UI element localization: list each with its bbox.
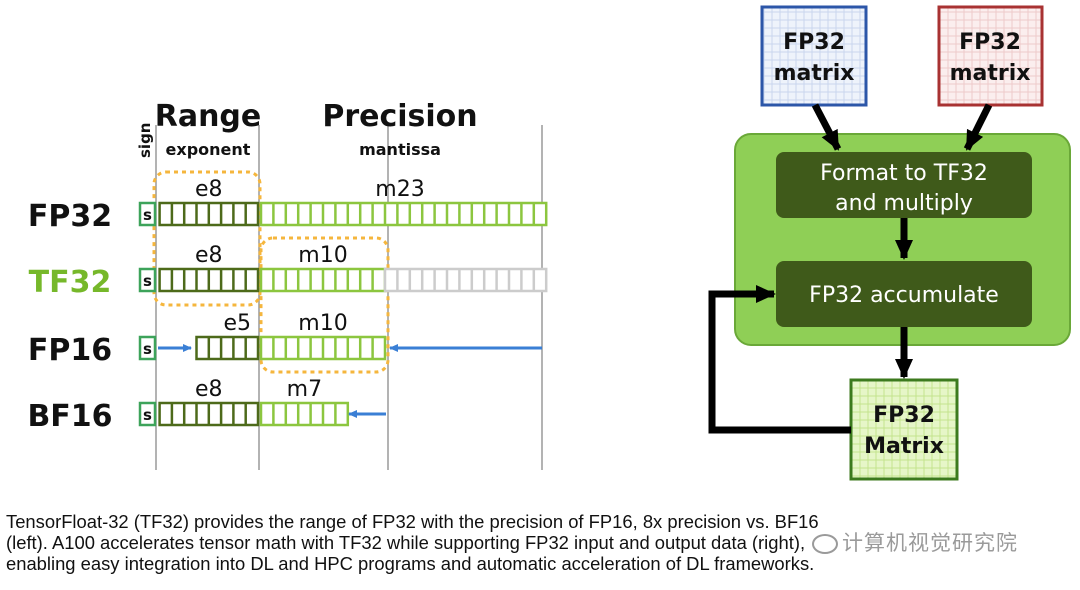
fp16-exponent-bits bbox=[195, 335, 260, 361]
fp32-format-label: FP32 bbox=[28, 199, 112, 234]
tf32-exponent-bits bbox=[158, 267, 260, 293]
format-multiply-step bbox=[776, 152, 1032, 218]
caption-line-1: TensorFloat-32 (TF32) provides the range… bbox=[6, 511, 819, 532]
mantissa-subheader: mantissa bbox=[359, 140, 441, 159]
caption-line-3: enabling easy integration into DL and HP… bbox=[6, 553, 815, 574]
fp32-mantissa-bits bbox=[259, 201, 548, 227]
watermark-text: 计算机视觉研究院 bbox=[842, 531, 1018, 555]
tf32-sign-bit bbox=[138, 267, 157, 293]
bf16-sign-label: s bbox=[143, 406, 152, 424]
bf16-mantissa-bits bbox=[259, 401, 350, 427]
fp32-exponent-bits bbox=[158, 201, 260, 227]
step2-label: FP32 accumulate bbox=[809, 283, 999, 308]
tf32-mantissa-label: m10 bbox=[298, 243, 347, 268]
fp32-mantissa-label: m23 bbox=[375, 177, 424, 202]
sign-header: sign bbox=[136, 123, 154, 159]
fp32-accumulate-step bbox=[776, 261, 1032, 327]
fp16-mantissa-label: m10 bbox=[298, 311, 347, 336]
fp32-matrix-output bbox=[849, 378, 959, 481]
bf16-mantissa-label: m7 bbox=[287, 377, 322, 402]
fp16-format-label: FP16 bbox=[28, 333, 112, 368]
tf32-format-label: TF32 bbox=[29, 265, 112, 300]
bf16-row: BF16 s e8 m7 bbox=[27, 377, 350, 434]
fp32-sign-bit bbox=[138, 201, 157, 227]
fp16-sign-bit bbox=[138, 335, 157, 361]
fp16-exponent-label: e5 bbox=[223, 311, 251, 336]
caption-line-2: (left). A100 accelerates tensor math wit… bbox=[6, 532, 806, 553]
tf32-mantissa-bits bbox=[259, 267, 387, 293]
range-header: Range bbox=[155, 99, 262, 134]
fp32-matrix-input-a bbox=[760, 5, 868, 107]
fp16-row: FP16 s e5 m10 bbox=[28, 311, 387, 368]
output-label-line1: FP32 bbox=[873, 403, 935, 428]
bf16-exponent-label: e8 bbox=[195, 377, 223, 402]
tf32-row: TF32 s e8 m10 bbox=[29, 243, 548, 300]
bit-layout-diagram: sign Range exponent Precision mantissa F… bbox=[27, 99, 548, 470]
bf16-format-label: BF16 bbox=[27, 399, 112, 434]
arrow-feedback-loop bbox=[708, 285, 851, 434]
output-label-line2: Matrix bbox=[864, 434, 944, 459]
arrow-input-a-to-step1 bbox=[811, 103, 842, 151]
input-b-label-line2: matrix bbox=[950, 61, 1031, 86]
bf16-sign-bit bbox=[138, 401, 157, 427]
precision-highlight-box bbox=[259, 236, 390, 374]
step1-label-line1: Format to TF32 bbox=[820, 161, 988, 186]
range-highlight-box bbox=[152, 170, 262, 307]
step1-label-line2: and multiply bbox=[835, 191, 973, 216]
tf32-sign-label: s bbox=[143, 272, 152, 290]
tf32-unused-bits bbox=[383, 267, 548, 293]
input-a-label-line1: FP32 bbox=[783, 30, 845, 55]
fp16-sign-label: s bbox=[143, 340, 152, 358]
tf32-exponent-label: e8 bbox=[195, 243, 223, 268]
fp32-sign-label: s bbox=[143, 206, 152, 224]
tf32-flow-diagram: FP32 matrix FP32 matrix Format to TF32 a… bbox=[708, 5, 1071, 481]
input-a-label-line2: matrix bbox=[774, 61, 855, 86]
fp16-mantissa-bits bbox=[259, 335, 387, 361]
wechat-logo-icon bbox=[812, 534, 838, 554]
arrow-input-b-to-step1 bbox=[963, 103, 993, 151]
precision-header: Precision bbox=[322, 99, 477, 134]
fp32-row: FP32 s e8 m23 bbox=[28, 177, 548, 234]
input-b-label-line1: FP32 bbox=[959, 30, 1021, 55]
watermark: 计算机视觉研究院 bbox=[812, 527, 1018, 557]
alignment-arrows bbox=[158, 344, 542, 418]
fp32-exponent-label: e8 bbox=[195, 177, 223, 202]
bf16-exponent-bits bbox=[158, 401, 260, 427]
fp32-matrix-input-b bbox=[937, 5, 1044, 107]
figure-caption: TensorFloat-32 (TF32) provides the range… bbox=[6, 511, 1056, 574]
exponent-subheader: exponent bbox=[166, 140, 251, 159]
